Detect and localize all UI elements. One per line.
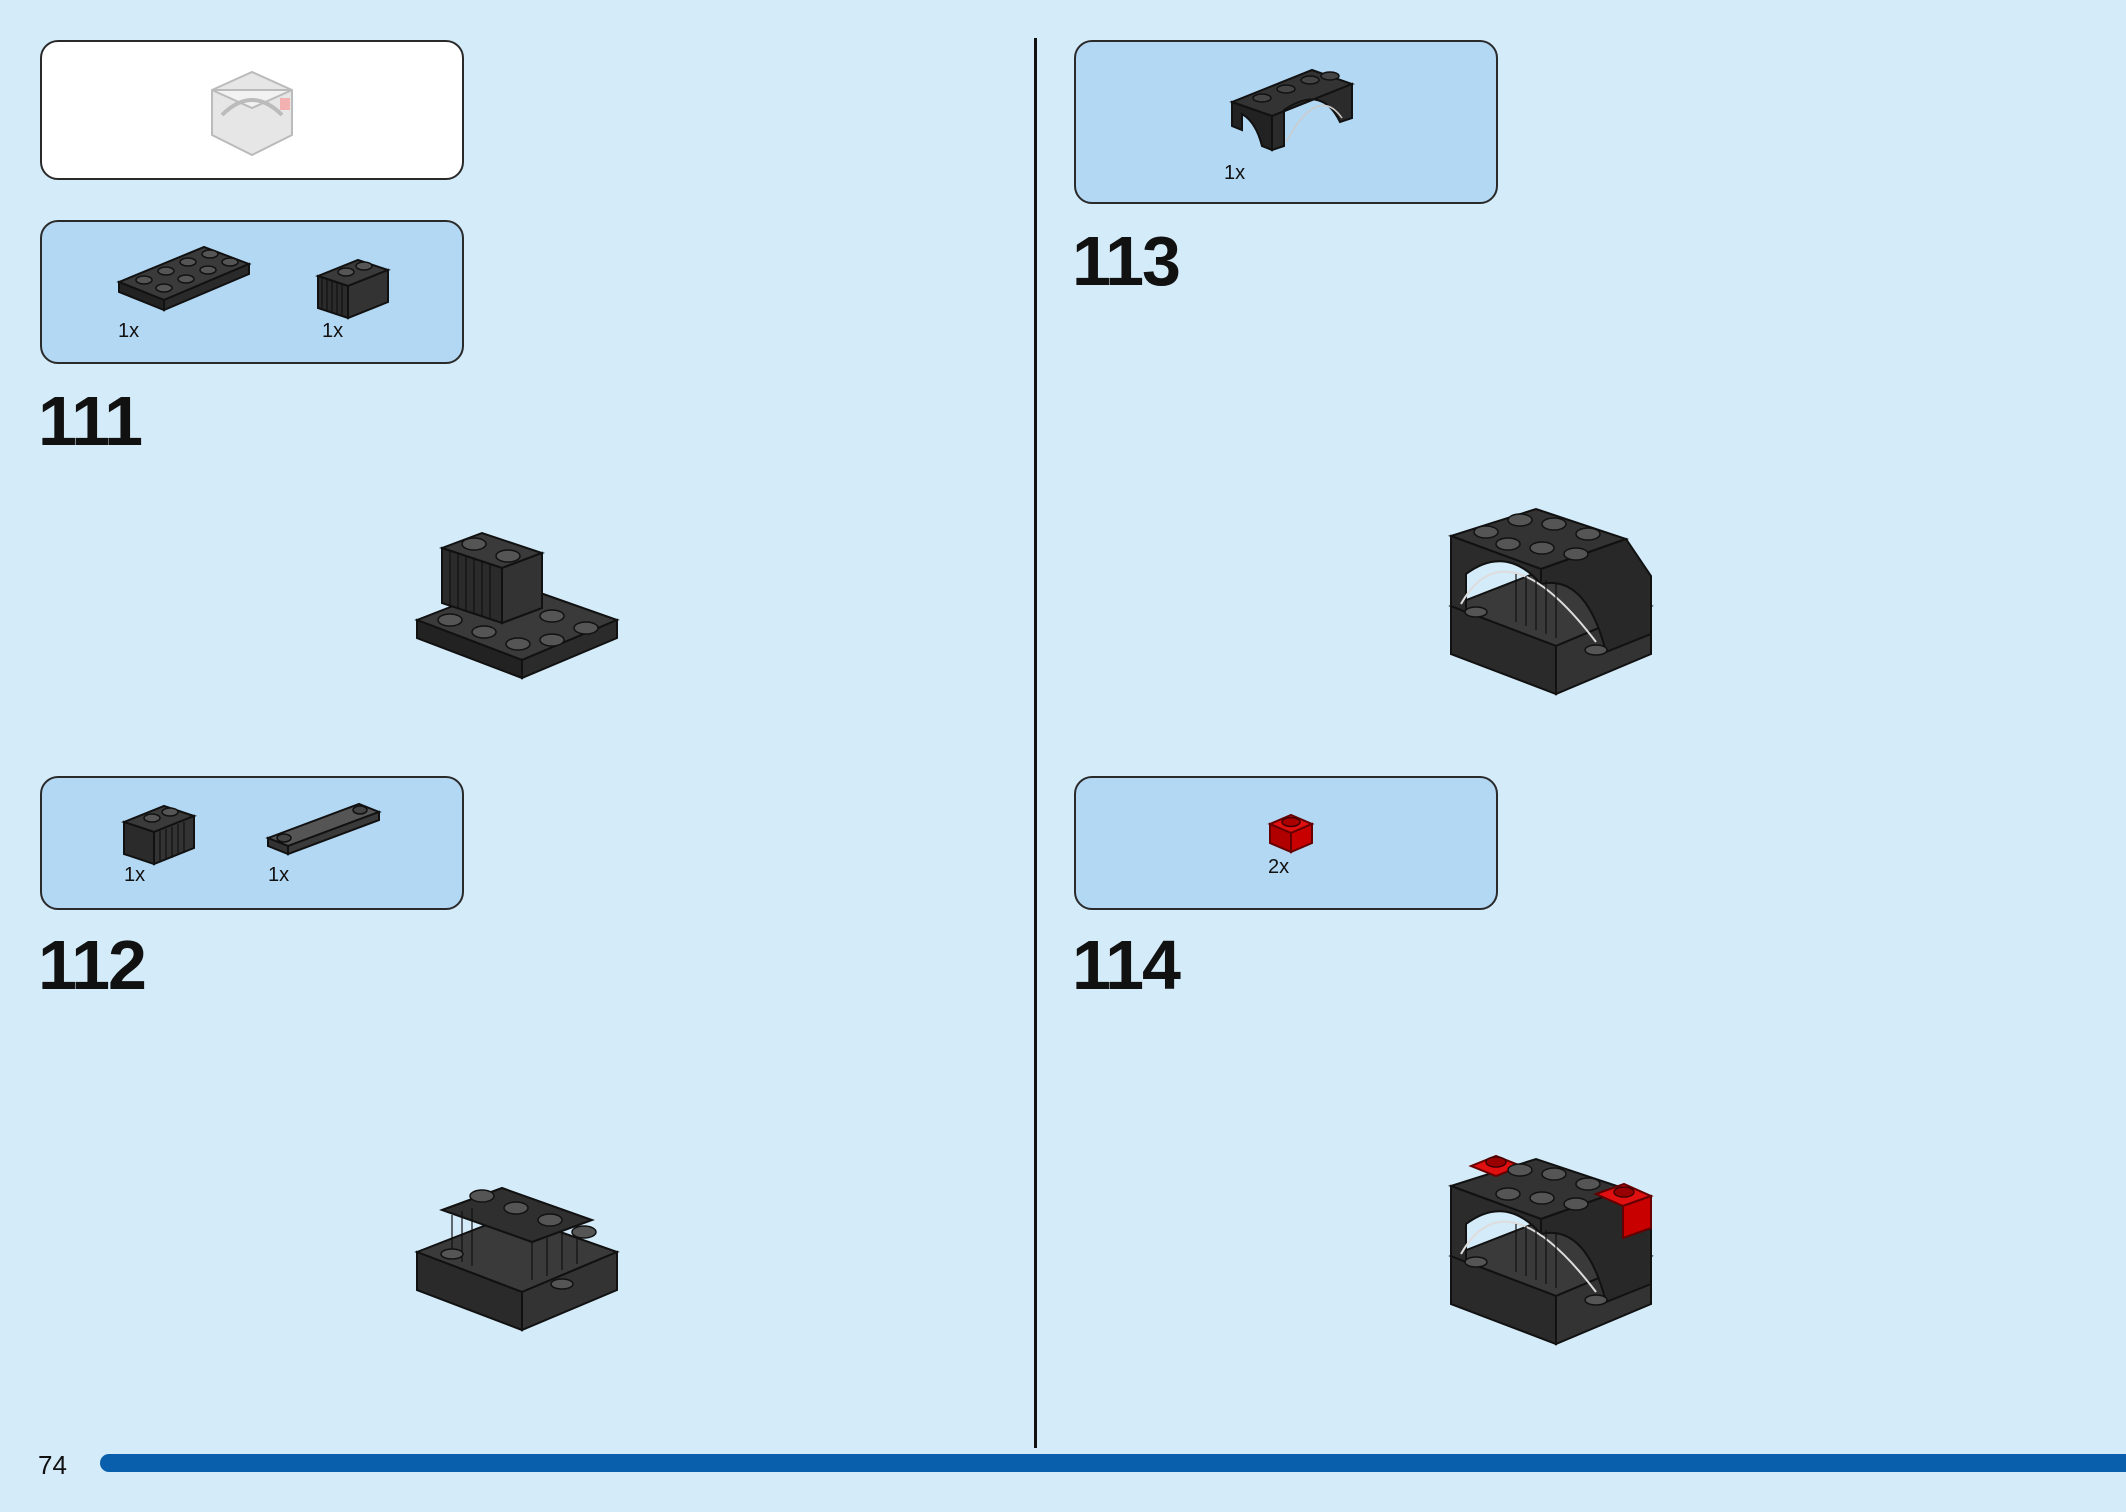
step-114-part-1-qty: 2x [1268,856,1290,878]
step-112-parts-callout: 1x 1x [40,776,464,910]
step-112-number: 112 [38,926,147,1004]
page-number: 74 [38,1450,67,1480]
step-112-part-1-qty: 1x [124,864,146,886]
step-113-number: 113 [1072,222,1181,300]
step-114-parts-callout: 2x [1074,776,1498,910]
step-111-number: 111 [38,382,143,460]
plate-2x4-icon [116,245,252,312]
column-divider [1034,38,1037,1448]
step-114-model-icon [1447,1154,1654,1346]
red-plate-1x1-icon [1267,813,1315,854]
step-112-part-2-qty: 1x [268,864,290,886]
subassembly-preview-icon [211,70,293,157]
subassembly-reference-callout [40,40,464,180]
step-113-part-1-qty: 1x [1224,162,1246,184]
step-113-model-icon [1447,507,1654,696]
step-114-number: 114 [1072,926,1181,1004]
step-112-model-icon [414,1186,620,1332]
arch-brick-icon [1229,68,1355,152]
step-111-part-2-qty: 1x [322,320,344,342]
brick-1x2-grille-icon [121,804,197,866]
brick-1x2-grille-icon [315,258,391,320]
plate-1x4-studs-icon [265,802,382,856]
step-111-model-icon [414,531,620,680]
step-113-parts-callout: 1x [1074,40,1498,204]
step-111-part-1-qty: 1x [118,320,140,342]
step-111-parts-callout: 1x 1x [40,220,464,364]
progress-bar [100,1454,2126,1472]
